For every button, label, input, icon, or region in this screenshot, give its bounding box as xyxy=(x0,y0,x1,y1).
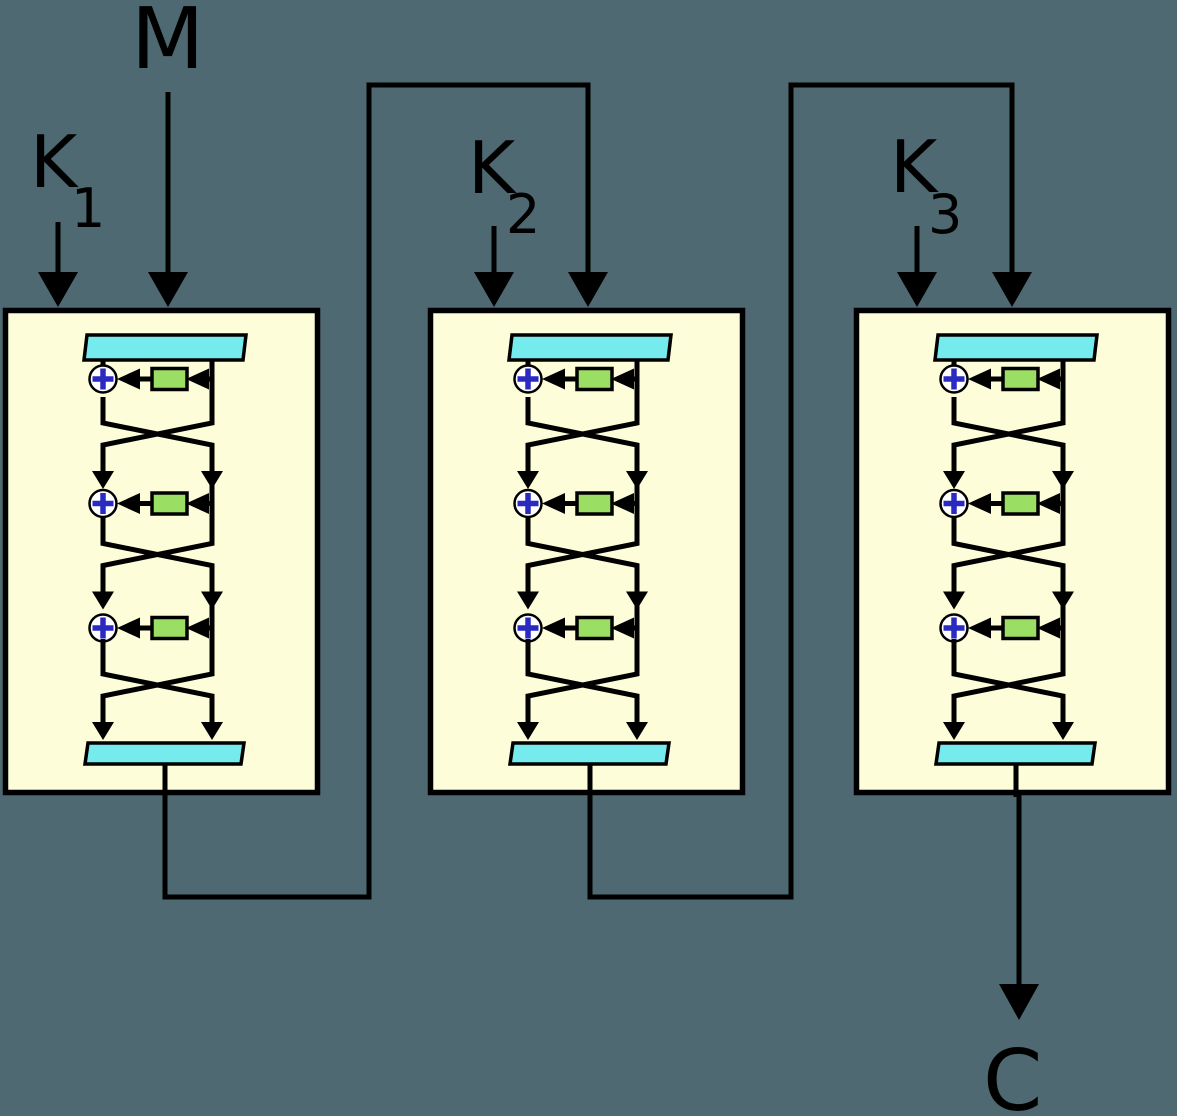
chain-wire xyxy=(162,82,591,900)
key1-input: K 1 xyxy=(30,120,105,307)
chain-block1-to-block2 xyxy=(162,82,608,900)
chain-block2-to-block3 xyxy=(587,82,1032,900)
key1-arrowhead-icon xyxy=(38,272,78,307)
chain-wire xyxy=(587,82,1015,900)
cipher-block-2 xyxy=(431,311,743,798)
output-arrowhead-icon xyxy=(999,984,1039,1020)
key2-arrowhead-icon xyxy=(474,272,514,307)
chain-arrowhead-icon xyxy=(568,272,608,307)
key2-input: K 2 xyxy=(468,126,540,307)
key3-input: K 3 xyxy=(890,125,962,307)
key3-subscript: 3 xyxy=(928,183,962,246)
cipher-block-3 xyxy=(857,311,1169,798)
key2-label: K xyxy=(468,126,517,210)
key2-subscript: 2 xyxy=(506,183,540,246)
key3-arrowhead-icon xyxy=(897,272,937,307)
key1-label: K xyxy=(30,120,79,204)
message-label: M xyxy=(131,0,204,89)
chain-arrowhead-icon xyxy=(992,272,1032,307)
key1-subscript: 1 xyxy=(71,177,105,240)
message-arrowhead-icon xyxy=(148,272,188,307)
message-input: M xyxy=(131,0,204,307)
cipher-block-1 xyxy=(6,311,318,798)
ciphertext-output: C xyxy=(983,795,1042,1116)
ciphertext-label: C xyxy=(983,1032,1042,1116)
key3-label: K xyxy=(890,125,939,209)
